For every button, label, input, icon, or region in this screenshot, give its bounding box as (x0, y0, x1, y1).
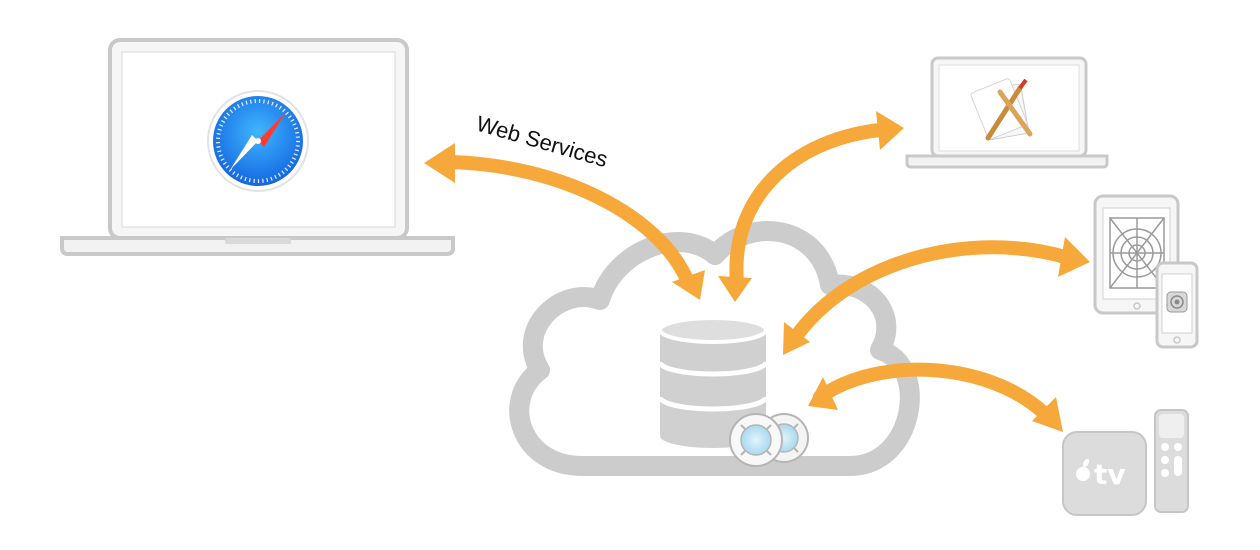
iphone-icon (1155, 261, 1199, 349)
arrowhead-db-xcode (718, 276, 752, 302)
arrowhead-tv (1032, 397, 1063, 432)
arrowhead-laptop (424, 143, 455, 183)
database-icon (657, 316, 769, 448)
arrowhead-db-ipad (783, 322, 810, 355)
arrow-ipad (788, 240, 1072, 345)
arrow-xcode (729, 123, 887, 289)
apple-logo-icon (1076, 458, 1090, 481)
arrowhead-db-tv (808, 377, 838, 410)
arrowhead-ipad (1058, 237, 1090, 277)
apple-tv-icon: tv (1062, 431, 1147, 516)
lifebuoy-icon-front (729, 413, 783, 467)
tv-label: tv (1094, 458, 1126, 491)
arrowhead-xcode (876, 111, 904, 150)
safari-compass-icon (207, 90, 309, 192)
siri-remote-icon (1154, 409, 1189, 513)
arrow-web-services (443, 155, 695, 289)
arrow-apple-tv (813, 362, 1052, 421)
xcode-icon (970, 78, 1033, 141)
arrowhead-db-web (672, 270, 705, 300)
cloud-icon (509, 221, 920, 476)
